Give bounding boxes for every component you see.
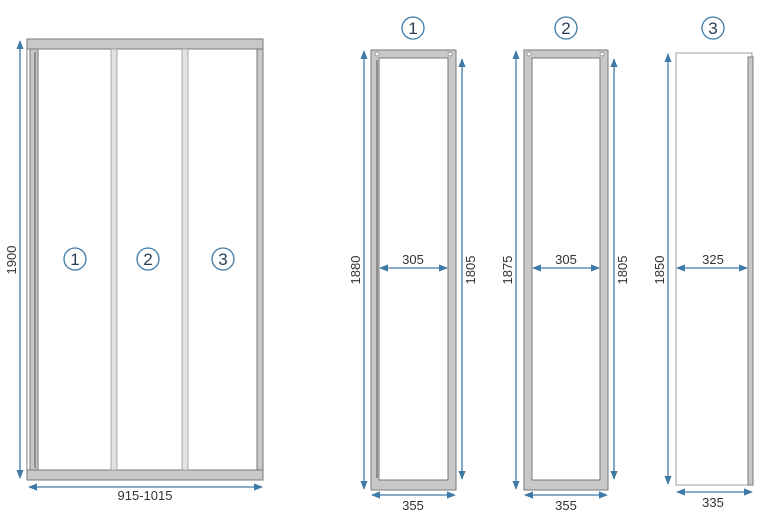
panel-number: 1	[70, 250, 79, 269]
panel-frame	[523, 49, 609, 491]
outer-width-label: 355	[402, 498, 424, 513]
top-rail	[26, 38, 264, 50]
glass-panel	[675, 52, 753, 486]
inner-width-label: 325	[702, 252, 724, 267]
panel-number: 2	[143, 250, 152, 269]
outer-width-label: 355	[555, 498, 577, 513]
panel-divider	[181, 48, 189, 471]
panel-number-circle	[136, 247, 160, 271]
panel-1-detail: 1 1880 1805 305 355	[348, 16, 478, 513]
inner-width-label: 305	[555, 252, 577, 267]
panel-number: 1	[408, 19, 417, 38]
panel-2-detail: 2 1875 1805 305 355	[500, 16, 630, 513]
outer-height-label: 1880	[348, 256, 363, 285]
inner-height-label: 1805	[463, 256, 478, 285]
panel-frame	[370, 49, 457, 491]
panel-number: 2	[561, 19, 570, 38]
right-post	[256, 48, 264, 471]
width-label: 915-1015	[118, 488, 173, 503]
bottom-rail	[26, 469, 264, 481]
height-label: 1900	[4, 246, 19, 275]
inner-width-label: 305	[402, 252, 424, 267]
door-assembly: 1900 915-1015 1 2 3	[4, 38, 264, 503]
assembly-outline	[26, 38, 264, 481]
panel-3-detail: 3 1850 325 335	[652, 16, 754, 510]
panel-number-circle	[63, 247, 87, 271]
outer-width-label: 335	[702, 495, 724, 510]
left-post	[29, 48, 39, 471]
panel-number-circle	[211, 247, 235, 271]
panel-divider	[110, 48, 118, 471]
panel-edge	[747, 56, 754, 486]
panel-number: 3	[218, 250, 227, 269]
outer-height-label: 1875	[500, 256, 515, 285]
panel-number: 3	[708, 19, 717, 38]
outer-height-label: 1850	[652, 256, 667, 285]
inner-height-label: 1805	[615, 256, 630, 285]
